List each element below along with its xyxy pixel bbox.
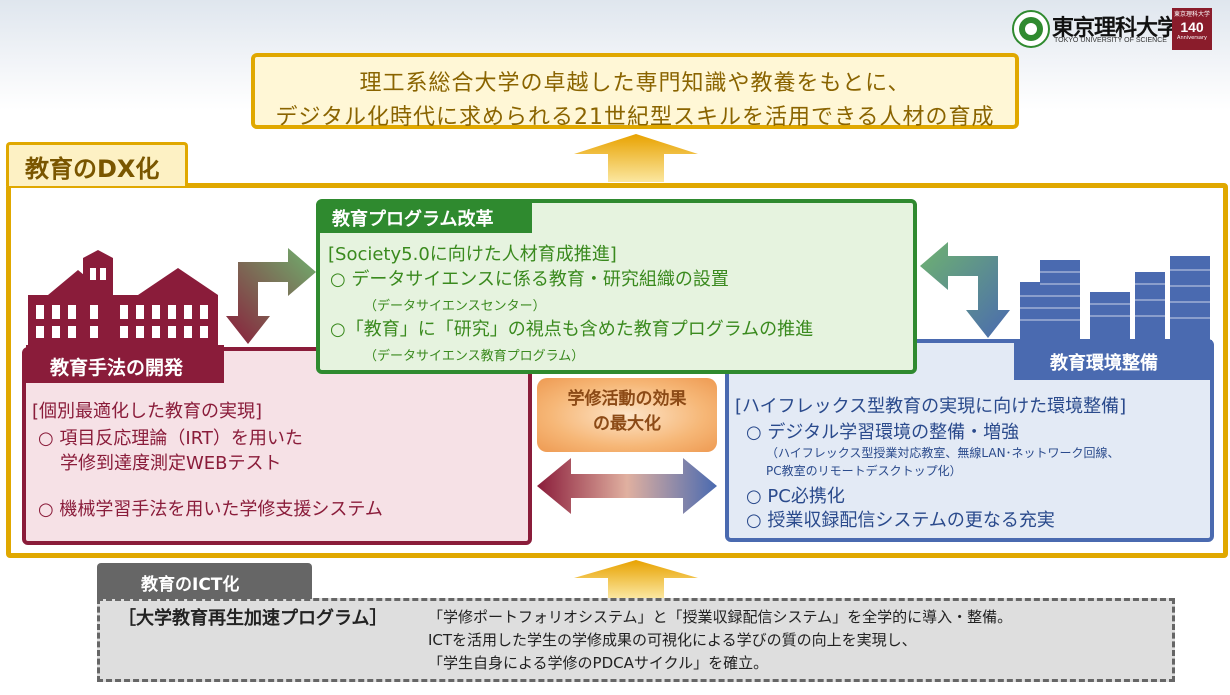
right-elbow-arrow-icon <box>920 242 1010 338</box>
ict-program-label: ［大学教育再生加速プログラム］ <box>118 608 388 629</box>
method-subtitle: [個別最適化した教育の実現] <box>32 401 263 422</box>
method-item-2: ○ 機械学習手法を用いた学修支援システム <box>38 499 383 520</box>
modern-building-icon <box>1020 256 1210 340</box>
method-title: 教育手法の開発 <box>26 345 224 383</box>
goal-box: 理工系総合大学の卓越した専門知識や教養をもとに、 デジタル化時代に求められる21… <box>251 53 1019 130</box>
environment-item-3: ○ 授業収録配信システムの更なる充実 <box>746 510 1055 531</box>
dx-tab: 教育のDX化 <box>6 142 188 186</box>
anniversary-badge: 東京理科大学 140 Anniversary <box>1172 8 1212 50</box>
goal-line-1: 理工系総合大学の卓越した専門知識や教養をもとに、 <box>359 71 911 96</box>
program-item-2: ○「教育」に「研究」の視点も含めた教育プログラムの推進 <box>330 319 814 340</box>
goal-line-2: デジタル化時代に求められる21世紀型スキルを活用できる人材の育成 <box>275 105 995 130</box>
badge-number: 140 <box>1180 19 1204 35</box>
effect-line-2: の最大化 <box>593 414 661 434</box>
program-note-1: （データサイエンスセンター） <box>364 299 546 314</box>
effect-box: 学修活動の効果 の最大化 <box>537 378 717 452</box>
dx-label: 教育のDX化 <box>25 155 160 183</box>
up-arrow-icon <box>574 134 698 182</box>
badge-top: 東京理科大学 <box>1173 11 1210 18</box>
environment-title: 教育環境整備 <box>1014 340 1212 380</box>
environment-note-2: PC教室のリモートデスクトップ化） <box>766 464 962 478</box>
method-item-1: ○ 項目反応理論（IRT）を用いた <box>38 428 303 449</box>
left-elbow-arrow-icon <box>226 248 316 344</box>
program-title: 教育プログラム改革 <box>320 201 532 233</box>
environment-item-1: ○ デジタル学習環境の整備・増強 <box>746 422 1020 443</box>
double-arrow-icon <box>537 458 717 514</box>
program-item-1: ○ データサイエンスに係る教育・研究組織の設置 <box>330 269 729 290</box>
environment-note-1: （ハイフレックス型授業対応教室、無線LAN･ネットワーク回線、 <box>766 446 1120 460</box>
ict-box <box>97 598 1175 682</box>
ict-tab: 教育のICT化 <box>97 563 312 599</box>
ict-line-3: 「学生自身による学修のPDCAサイクル」を確立。 <box>428 654 769 672</box>
environment-item-2: ○ PC必携化 <box>746 486 845 507</box>
university-logo: 東京理科大学 TOKYO UNIVERSITY OF SCIENCE 東京理科大… <box>1012 8 1217 50</box>
logo-name-jp: 東京理科大学 <box>1052 15 1179 41</box>
historic-building-icon <box>28 250 218 345</box>
program-note-2: （データサイエンス教育プログラム） <box>364 349 585 364</box>
badge-bottom: Anniversary <box>1177 35 1207 41</box>
ict-up-arrow-icon <box>574 560 698 598</box>
ict-line-2: ICTを活用した学生の学修成果の可視化による学びの質の向上を実現し、 <box>428 631 917 649</box>
ict-line-1: 「学修ポートフォリオシステム」と「授業収録配信システム」を全学的に導入・整備。 <box>428 608 1013 626</box>
logo-name-en: TOKYO UNIVERSITY OF SCIENCE <box>1054 37 1167 44</box>
effect-line-1: 学修活動の効果 <box>567 389 687 409</box>
seal-icon <box>1012 10 1050 48</box>
method-item-1b: 学修到達度測定WEBテスト <box>60 453 282 474</box>
program-subtitle: [Society5.0に向けた人材育成推進] <box>328 244 617 265</box>
environment-subtitle: [ハイフレックス型教育の実現に向けた環境整備] <box>735 396 1127 417</box>
